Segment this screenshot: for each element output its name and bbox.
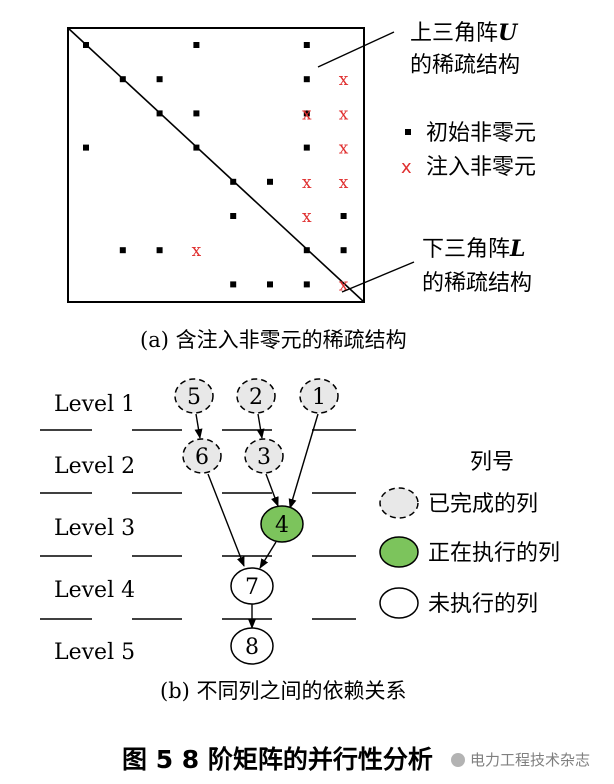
upper-pointer-line <box>317 31 395 68</box>
upper-label-line2: 的稀疏结构 <box>410 53 520 78</box>
node-2: 2 <box>236 378 276 414</box>
fill-mark: x <box>339 139 349 159</box>
edge-4-7 <box>259 541 277 569</box>
nonzero-mark <box>267 281 273 288</box>
lower-pointer-line <box>341 261 415 293</box>
nonzero-mark <box>303 110 310 117</box>
level-label-3: Level 3 <box>54 516 135 541</box>
upper-label-var: U <box>498 20 519 46</box>
node-2-label: 2 <box>249 385 263 410</box>
node-7: 7 <box>230 567 274 605</box>
nonzero-mark <box>119 76 126 83</box>
caption-b: (b) 不同列之间的依赖关系 <box>160 679 407 703</box>
nonzero-mark <box>193 42 200 48</box>
node-6: 6 <box>182 438 222 474</box>
lower-label-line2: 的稀疏结构 <box>422 271 532 296</box>
fill-mark: x <box>192 241 202 261</box>
node-5-label: 5 <box>187 385 201 410</box>
nonzero-mark <box>303 281 310 288</box>
dependency-edges <box>194 413 319 629</box>
upper-label-line1: 上三角阵U <box>410 20 519 46</box>
node-7-label: 7 <box>245 575 259 600</box>
legend-pending-marker <box>379 587 419 619</box>
fill-mark: x <box>339 173 349 193</box>
figure-title: 图 5 8 阶矩阵的并行性分析 <box>122 745 433 774</box>
caption-a: (a) 含注入非零元的稀疏结构 <box>140 328 407 352</box>
edge-3-4 <box>265 473 279 507</box>
nonzero-mark <box>340 247 347 254</box>
level-label-5: Level 5 <box>54 640 135 665</box>
lower-label-var: L <box>509 236 525 262</box>
nonzero-mark <box>83 42 89 48</box>
nonzero-mark <box>83 144 89 151</box>
nonzero-mark <box>230 281 237 288</box>
legend-done-label: 已完成的列 <box>428 492 538 517</box>
legend-pending-label: 未执行的列 <box>428 592 538 617</box>
legend-running-label: 正在执行的列 <box>428 541 560 566</box>
node-1: 1 <box>299 378 339 414</box>
nonzero-mark <box>156 110 163 117</box>
node-3: 3 <box>244 438 284 474</box>
edge-5-6 <box>194 413 203 439</box>
node-4: 4 <box>260 505 304 543</box>
nonzero-mark <box>303 42 310 48</box>
nonzero-mark <box>267 178 273 185</box>
matrix-diagonal <box>67 27 365 303</box>
legend-done-marker <box>379 487 419 519</box>
nonzero-mark <box>193 110 200 117</box>
fill-mark: x <box>339 275 349 295</box>
legend-original-marker <box>405 129 411 135</box>
nonzero-mark <box>230 178 237 185</box>
nonzero-mark <box>340 213 347 219</box>
edge-1-4 <box>288 413 319 509</box>
fill-mark: x <box>339 70 349 90</box>
wechat-icon <box>451 753 465 767</box>
legend-title: 列号 <box>470 450 514 475</box>
edge-2-3 <box>256 413 265 439</box>
node-6-label: 6 <box>195 445 209 470</box>
fill-mark: x <box>302 104 312 124</box>
dependency-panel: Level 1 Level 2 Level 3 Level 4 Level 5 … <box>40 378 560 703</box>
matrix-frame <box>67 27 365 303</box>
nonzero-mark <box>119 247 126 254</box>
lower-label-line1: 下三角阵L <box>422 236 525 262</box>
edge-6-7 <box>207 473 245 567</box>
level-label-2: Level 2 <box>54 454 135 479</box>
legend-running-marker <box>379 536 419 568</box>
nonzero-mark <box>193 144 200 151</box>
watermark-text: 电力工程技术杂志 <box>470 751 590 769</box>
level-label-1: Level 1 <box>54 392 135 417</box>
fill-mark: x <box>302 173 312 193</box>
fill-mark: x <box>339 104 349 124</box>
fill-mark: x <box>302 207 312 227</box>
nonzero-mark <box>303 247 310 254</box>
nonzero-mark <box>156 247 163 254</box>
nonzero-mark <box>230 213 237 219</box>
legend-fill-label: 注入非零元 <box>426 155 536 180</box>
node-8-label: 8 <box>245 635 259 660</box>
node-1-label: 1 <box>312 385 326 410</box>
nonzero-mark <box>303 76 310 83</box>
node-5: 5 <box>174 378 214 414</box>
node-8: 8 <box>230 627 274 665</box>
level-label-4: Level 4 <box>54 578 135 603</box>
watermark: 电力工程技术杂志 <box>451 751 590 769</box>
level-separators <box>40 429 356 620</box>
legend-original-label: 初始非零元 <box>426 121 536 146</box>
node-3-label: 3 <box>257 445 271 470</box>
nonzero-mark <box>156 76 163 83</box>
node-4-label: 4 <box>275 513 289 538</box>
nonzero-mark <box>303 144 310 151</box>
legend-fill-marker: x <box>401 157 412 178</box>
